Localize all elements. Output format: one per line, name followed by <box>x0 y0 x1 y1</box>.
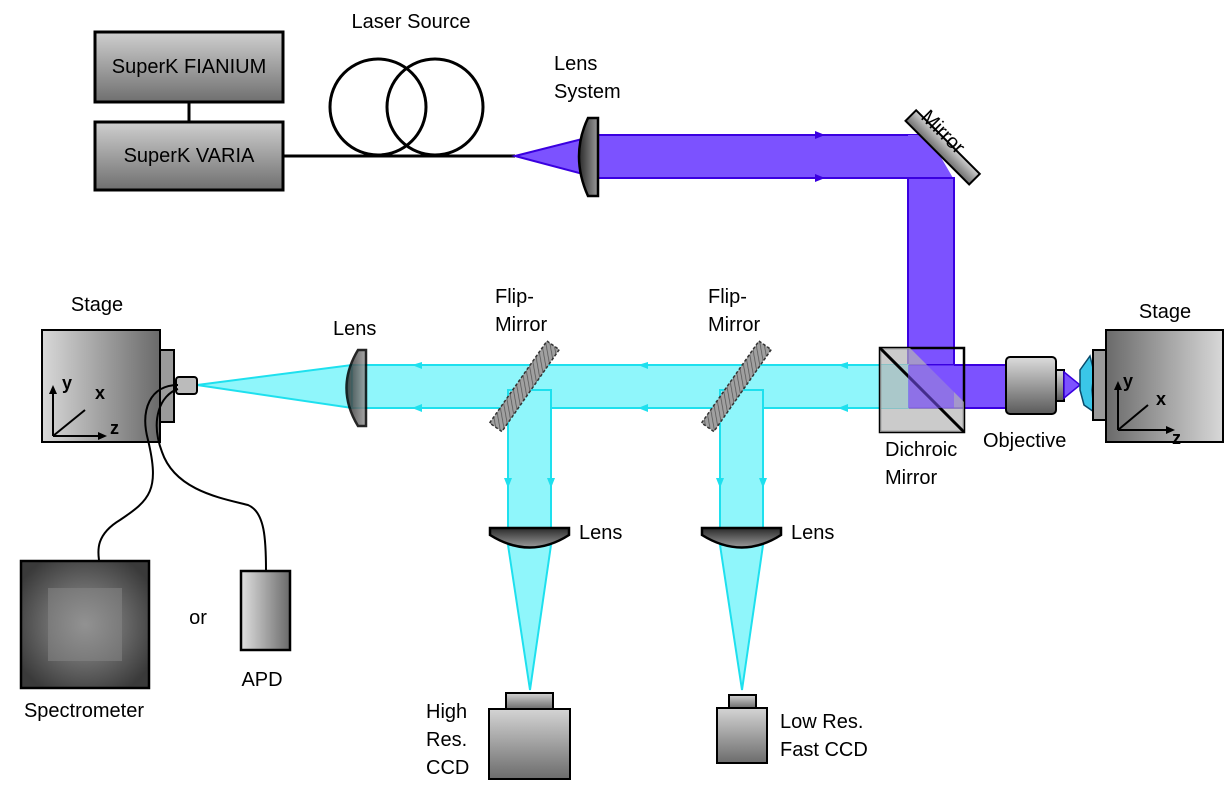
superk-fianium-box <box>93 30 285 104</box>
superk-fianium-label: SuperK FIANIUM <box>112 56 266 78</box>
laser-beam-corner <box>908 135 953 178</box>
right-stage-axes <box>1117 388 1168 431</box>
axis-arrow <box>98 432 107 440</box>
objective-body <box>1005 356 1057 415</box>
axis-arrow <box>1114 381 1122 390</box>
left-stage-axes <box>52 392 100 437</box>
laser-source-title: Laser Source <box>352 11 471 33</box>
superk-varia-box <box>93 120 285 192</box>
right-axis-z: z <box>1172 428 1181 448</box>
sample <box>1079 354 1095 414</box>
high-res-ccd-label-2: Res. <box>426 729 467 751</box>
beam-arrow <box>412 404 422 412</box>
objective-label: Objective <box>983 430 1066 452</box>
spectrometer-label: Spectrometer <box>24 700 144 722</box>
beam-arrow <box>504 478 512 488</box>
branch-cone-2 <box>718 544 765 691</box>
return-focus-cone <box>196 363 353 410</box>
lens-branch-2-label: Lens <box>791 522 834 544</box>
fiber-coil-left <box>328 57 428 157</box>
beam-arrow <box>838 404 848 412</box>
right-axis-x: x <box>1156 389 1166 409</box>
flip-mirror-2-label-a: Flip- <box>708 286 747 308</box>
left-axis-x: x <box>95 383 105 403</box>
flip-mirror-1-label-b: Mirror <box>495 314 548 336</box>
left-stage <box>41 329 161 443</box>
fiber-coil-right <box>385 57 485 157</box>
lens-branch-1 <box>488 526 571 549</box>
flip-mirror-1 <box>488 339 561 433</box>
beam-arrow <box>815 174 825 182</box>
lens-branch-1-label: Lens <box>579 522 622 544</box>
left-lens-label: Lens <box>333 318 376 340</box>
lens-system-label-2: System <box>554 81 621 103</box>
high-res-ccd-body <box>488 708 571 780</box>
dichroic-label-1: Dichroic <box>885 439 957 461</box>
axis-arrow <box>1166 426 1175 434</box>
return-beam-horizontal <box>351 364 909 409</box>
flip-mirror-1-label-a: Flip- <box>495 286 534 308</box>
lens-branch-2 <box>700 526 783 549</box>
fiber-to-spectrometer <box>97 384 179 561</box>
objective-tip <box>1055 369 1065 402</box>
apd-label: APD <box>241 669 282 691</box>
flip-mirror-2 <box>700 339 773 433</box>
fiber-to-apd <box>155 388 267 572</box>
dichroic-label-2: Mirror <box>885 467 938 489</box>
high-res-ccd-head <box>505 692 554 710</box>
laser-beam-horizontal <box>597 134 929 179</box>
beam-arrow <box>547 478 555 488</box>
beam-arrow <box>638 404 648 412</box>
beam-arrow <box>716 478 724 488</box>
low-res-ccd-label-2: Fast CCD <box>780 739 868 761</box>
low-res-ccd-body <box>716 707 768 764</box>
right-stage-plate <box>1092 349 1107 421</box>
flip-mirror-2-label-b: Mirror <box>708 314 761 336</box>
right-stage-label: Stage <box>1139 301 1191 323</box>
high-res-ccd-label-3: CCD <box>426 757 469 779</box>
beam-arrow <box>838 362 848 369</box>
objective-focus-cone <box>1063 370 1082 400</box>
axis-arrow <box>49 385 57 394</box>
right-axis-y: y <box>1123 371 1133 391</box>
left-axis-y: y <box>62 373 72 393</box>
low-res-ccd-label-1: Low Res. <box>780 711 863 733</box>
dichroic-beam-overlay <box>908 365 954 408</box>
high-res-ccd-label-1: High <box>426 701 467 723</box>
beam-arrow <box>412 362 422 369</box>
or-label: or <box>189 607 207 629</box>
fiber-coupler <box>175 376 198 395</box>
lens-system-label-1: Lens <box>554 53 597 75</box>
superk-varia-label: SuperK VARIA <box>124 145 255 167</box>
left-stage-label: Stage <box>71 294 123 316</box>
beam-arrow <box>759 478 767 488</box>
branch-cone-1 <box>506 544 553 691</box>
left-axis-z: z <box>110 418 119 438</box>
beam-arrow <box>815 131 825 139</box>
apd-box <box>239 569 292 652</box>
left-lens <box>345 348 368 428</box>
low-res-ccd-head <box>728 694 757 709</box>
beam-arrow <box>638 362 648 369</box>
lens-system-lens <box>577 116 600 198</box>
top-mirror <box>904 108 982 186</box>
spectrometer-inner <box>48 588 122 661</box>
